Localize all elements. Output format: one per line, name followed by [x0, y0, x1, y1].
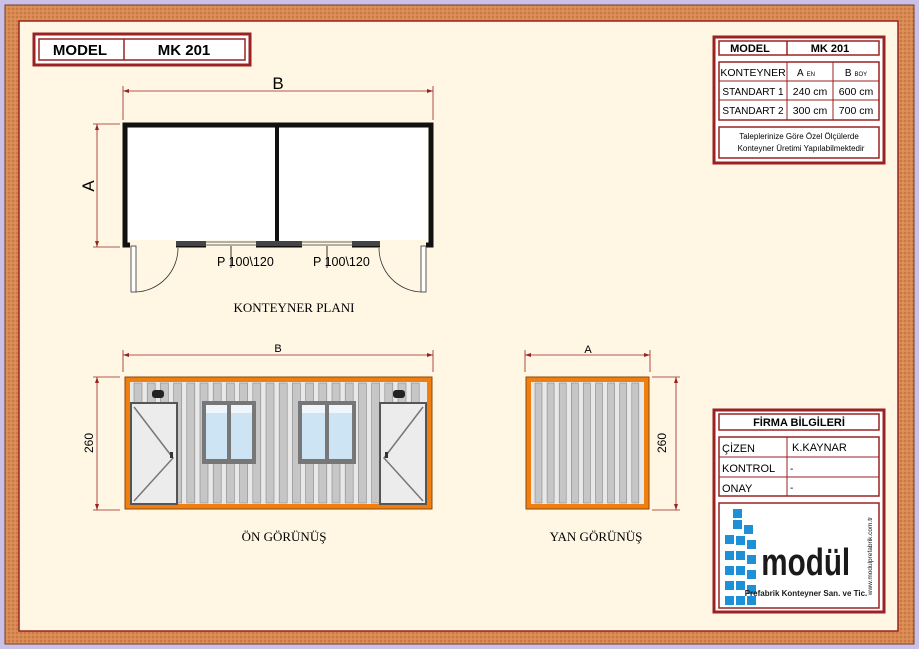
side-cladding: [534, 382, 640, 504]
plan-window-label-1: P 100\120: [217, 255, 274, 269]
spec-header-konteyner: KONTEYNER: [720, 67, 786, 79]
front-title: ÖN GÖRÜNÜŞ: [242, 529, 327, 544]
spec-row-b: 700 cm: [839, 105, 874, 117]
cladding-panel: [583, 382, 591, 504]
plan-window-1: [206, 241, 256, 246]
logo-brand: modül: [761, 542, 850, 584]
spec-row-name: STANDART 1: [722, 87, 784, 98]
side-title: YAN GÖRÜNÜŞ: [550, 529, 643, 544]
front-window-1: [202, 401, 256, 464]
front-door-right: [379, 390, 427, 505]
model-box: MODEL MK 201: [32, 32, 252, 67]
firm-row-label: ÇİZEN: [722, 442, 755, 455]
plan-door-left: [130, 245, 179, 293]
cladding-panel: [265, 382, 275, 504]
cladding-panel: [358, 382, 367, 504]
plan-dim-a: A: [79, 180, 98, 192]
plan-window-label-2: P 100\120: [313, 255, 370, 269]
spec-row-a: 300 cm: [793, 105, 828, 117]
spec-row-a: 240 cm: [793, 86, 828, 98]
plan-dim-b: B: [272, 74, 283, 93]
plan-window-2: [302, 241, 352, 246]
front-lamp-left: [152, 390, 164, 398]
firm-row-value: -: [790, 464, 793, 475]
cladding-panel: [186, 382, 196, 504]
spec-row-name: STANDART 2: [722, 106, 784, 117]
cladding-panel: [595, 382, 603, 504]
spec-row-b: 600 cm: [839, 86, 874, 98]
cladding-panel: [371, 382, 380, 504]
front-lamp-right: [393, 390, 405, 398]
firm-title: FİRMA BİLGİLERİ: [753, 416, 845, 429]
logo-tagline: Prefabrik Konteyner San. ve Tic.: [745, 589, 868, 598]
firm-box: FİRMA BİLGİLERİ ÇİZEN K.KAYNAR KONTROL -…: [712, 408, 886, 614]
spec-note-line2: Konteyner Üretimi Yapılabilmektedir: [738, 144, 865, 153]
cladding-panel: [631, 382, 640, 504]
model-value: MK 201: [158, 42, 211, 59]
spec-model-label: MODEL: [730, 43, 770, 55]
model-label: MODEL: [53, 42, 107, 59]
front-window-2: [298, 401, 356, 464]
cladding-panel: [619, 382, 628, 504]
spec-note-line1: Taleplerinize Göre Özel Ölçülerde: [739, 132, 859, 141]
firm-row-label: ONAY: [722, 483, 753, 495]
cladding-panel: [546, 382, 555, 504]
front-dim-b: B: [274, 343, 281, 355]
side-view: A 260 YAN GÖRÜNÜŞ: [524, 344, 680, 544]
front-view: B 260: [82, 343, 434, 544]
spec-model-value: MK 201: [811, 43, 850, 55]
side-dim-h: 260: [655, 433, 669, 453]
front-door-left: [130, 390, 178, 505]
firm-row-value: -: [790, 483, 793, 494]
logo-mark-icon: [725, 509, 756, 605]
cladding-panel: [278, 382, 288, 504]
plan-title: KONTEYNER PLANI: [234, 300, 355, 315]
plan-view: B A: [79, 74, 434, 315]
front-dim-h: 260: [82, 433, 96, 453]
cladding-panel: [607, 382, 615, 504]
logo-website: www.modulprefabrik.com.tr: [867, 516, 874, 596]
logo-box: [718, 502, 880, 609]
firm-row-value: K.KAYNAR: [792, 442, 847, 454]
cladding-panel: [570, 382, 579, 504]
firm-row-label: KONTROL: [722, 463, 775, 475]
plan-door-right: [378, 245, 427, 293]
cladding-panel: [558, 382, 567, 504]
cladding-panel: [534, 382, 543, 504]
side-dim-a: A: [584, 344, 592, 356]
